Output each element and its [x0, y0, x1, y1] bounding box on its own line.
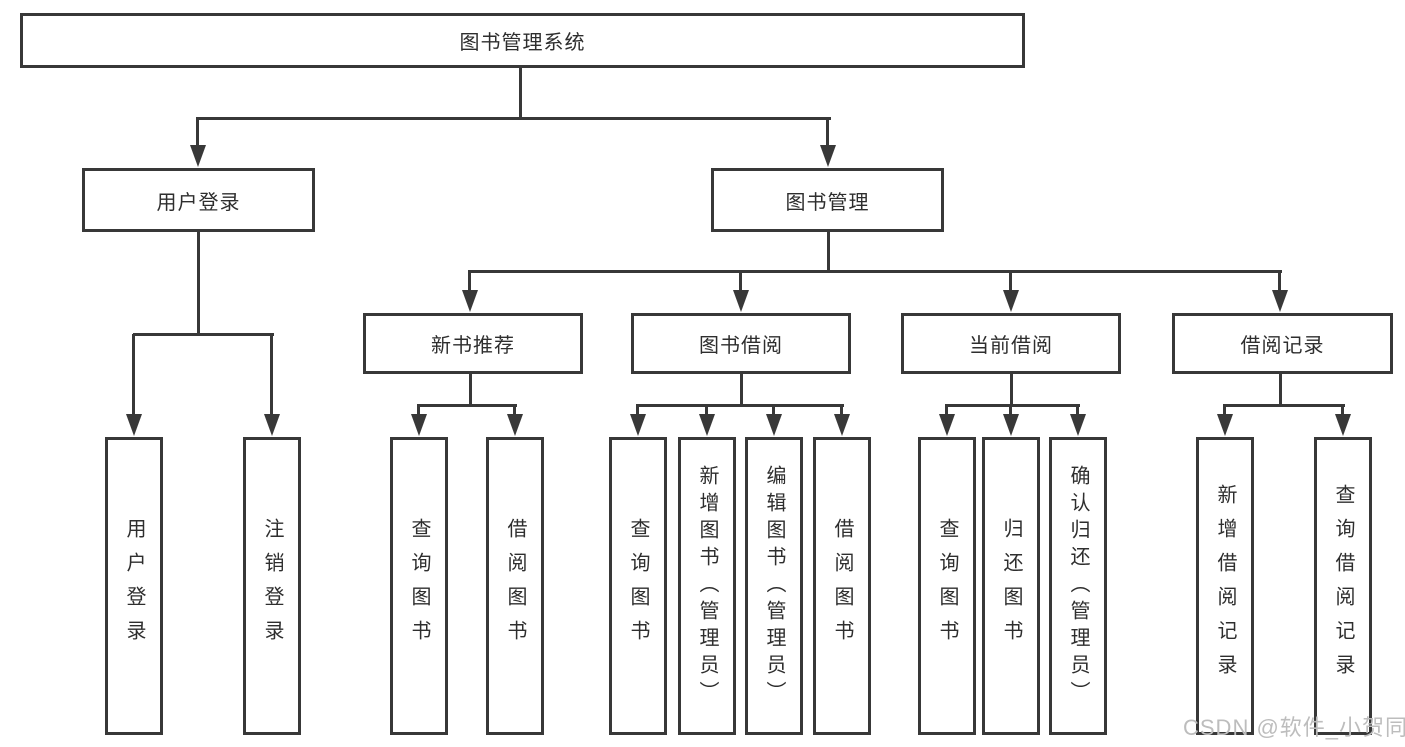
connector-arrow-down: [190, 117, 206, 167]
csdn-watermark: CSDN @软件_小贺同学: [1183, 715, 1405, 740]
node-label: 图书借阅: [699, 335, 783, 357]
leaf-label: 查询借阅记录: [1332, 484, 1354, 688]
leaf-query-books-under-current: 查询图书: [918, 437, 976, 735]
connector-line: [197, 231, 200, 336]
connector-line: [946, 404, 1080, 407]
connector-line: [519, 67, 522, 120]
leaf-logout: 注销登录: [243, 437, 301, 735]
node-label: 新书推荐: [431, 335, 515, 357]
connector-arrow-down: [939, 404, 955, 436]
leaf-label: 用户登录: [123, 518, 145, 654]
leaf-label: 编辑图书（管理员）: [763, 464, 785, 708]
connector-line: [1010, 373, 1013, 407]
node-label: 图书管理系统: [459, 32, 586, 54]
leaf-query-books-under-borrowing: 查询图书: [609, 437, 667, 735]
connector-arrow-down: [1272, 270, 1288, 312]
connector-line: [418, 404, 517, 407]
connector-line: [1279, 373, 1282, 407]
node-user-login: 用户登录: [82, 168, 315, 232]
leaf-label: 新增图书（管理员）: [696, 464, 718, 708]
connector-arrow-down: [630, 404, 646, 436]
leaf-borrow-books-under-new: 借阅图书: [486, 437, 544, 735]
connector-line: [827, 231, 830, 273]
node-label: 当前借阅: [969, 335, 1053, 357]
leaf-label: 归还图书: [1000, 518, 1022, 654]
connector-arrow-down: [411, 404, 427, 436]
leaf-return-books: 归还图书: [982, 437, 1040, 735]
connector-line: [133, 333, 274, 336]
node-label: 用户登录: [156, 191, 241, 214]
node-current-borrowing: 当前借阅: [901, 313, 1121, 374]
node-library-management-system: 图书管理系统: [20, 13, 1025, 68]
connector-line: [740, 373, 743, 407]
node-new-book-recommendation: 新书推荐: [363, 313, 583, 374]
leaf-label: 查询图书: [408, 518, 430, 654]
leaf-add-borrow-record: 新增借阅记录: [1196, 437, 1254, 735]
connector-line: [469, 270, 1282, 273]
leaf-label: 确认归还（管理员）: [1067, 464, 1089, 708]
node-book-management: 图书管理: [711, 168, 944, 232]
connector-arrow-down: [1335, 404, 1351, 436]
connector-arrow-down: [264, 334, 280, 436]
connector-arrow-down: [1217, 404, 1233, 436]
connector-arrow-down: [462, 270, 478, 312]
leaf-label: 查询图书: [627, 518, 649, 654]
connector-arrow-down: [820, 117, 836, 167]
connector-arrow-down: [834, 404, 850, 436]
node-label: 借阅记录: [1240, 335, 1325, 357]
node-label: 图书管理: [785, 191, 870, 214]
connector-arrow-down: [1003, 270, 1019, 312]
connector-arrow-down: [1003, 404, 1019, 436]
connector-line: [469, 373, 472, 407]
connector-line: [197, 117, 831, 120]
node-borrowing-records: 借阅记录: [1172, 313, 1393, 374]
leaf-label: 借阅图书: [831, 518, 853, 654]
connector-line: [637, 404, 844, 407]
leaf-borrow-books-under-borrowing: 借阅图书: [813, 437, 871, 735]
connector-arrow-down: [507, 404, 523, 436]
leaf-add-books-admin: 新增图书（管理员）: [678, 437, 736, 735]
leaf-label: 借阅图书: [504, 518, 526, 654]
leaf-label: 新增借阅记录: [1214, 484, 1236, 688]
leaf-user-login: 用户登录: [105, 437, 163, 735]
connector-line: [1224, 404, 1345, 407]
node-book-borrowing: 图书借阅: [631, 313, 851, 374]
leaf-query-books-under-new: 查询图书: [390, 437, 448, 735]
connector-arrow-down: [766, 404, 782, 436]
connector-arrow-down: [1070, 404, 1086, 436]
connector-arrow-down: [733, 270, 749, 312]
leaf-label: 查询图书: [936, 518, 958, 654]
leaf-confirm-return-admin: 确认归还（管理员）: [1049, 437, 1107, 735]
connector-arrow-down: [699, 404, 715, 436]
leaf-query-borrow-record: 查询借阅记录: [1314, 437, 1372, 735]
leaf-edit-books-admin: 编辑图书（管理员）: [745, 437, 803, 735]
connector-arrow-down: [126, 334, 142, 436]
leaf-label: 注销登录: [261, 518, 283, 654]
